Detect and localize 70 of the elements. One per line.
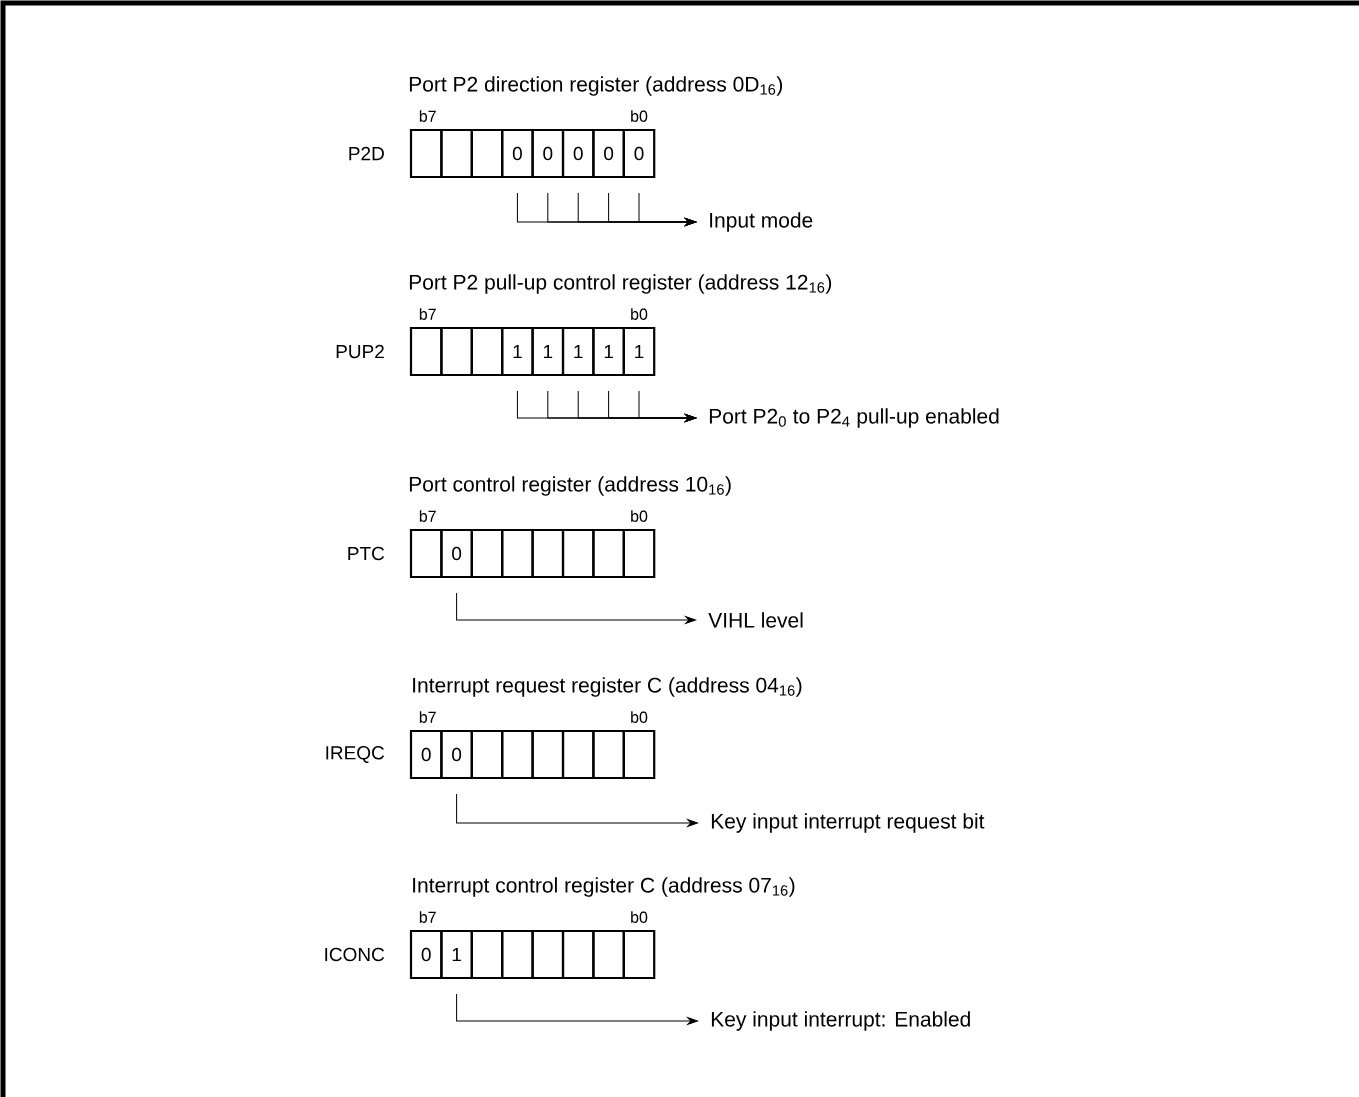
bit-cell [409, 326, 443, 377]
bit-cell [501, 929, 534, 980]
bit-cell: 1 [501, 326, 534, 377]
bit-cell [561, 929, 595, 980]
bit-cell [470, 528, 504, 579]
leader-arrow [456, 993, 698, 1025]
register-title: Port P2 pull-up control register (address 12$_{16}$) [409, 274, 832, 294]
bit-cell: 0 [409, 729, 443, 780]
bit-cell [561, 729, 595, 780]
bit-label: b0 [631, 911, 648, 923]
bit-label: b0 [631, 711, 648, 723]
bit-label: b0 [631, 110, 648, 122]
bit-cell [470, 128, 504, 179]
bit-cell: 1 [531, 326, 565, 377]
bit-cell [470, 729, 504, 780]
register-name: ICONC [325, 947, 385, 962]
bit-cell [561, 528, 595, 579]
bit-label: b7 [419, 510, 436, 522]
result-text: VIHL level [708, 612, 803, 628]
bit-cell: 0 [440, 528, 473, 579]
bit-cell: 0 [592, 128, 625, 179]
result-text: Key input interrupt: Enabled [711, 1011, 970, 1031]
result-text: Key input interrupt request bit [711, 813, 985, 833]
bit-cell: 0 [531, 128, 565, 179]
register-title: Port control register (address 10$_{16}$) [409, 476, 731, 496]
bit-cell: 0 [622, 128, 656, 179]
bit-cell [501, 729, 534, 780]
bit-cell [409, 128, 443, 179]
register-title: Interrupt control register C (address 07$_{16}$) [413, 877, 795, 897]
leader-arrow [456, 793, 698, 827]
bit-cell [622, 929, 656, 980]
bit-cell [470, 326, 504, 377]
leader-arrow [456, 592, 696, 624]
bit-cell [622, 729, 656, 780]
bit-cell [440, 128, 473, 179]
result-text: Input mode [710, 212, 813, 232]
register-name: IREQC [326, 746, 385, 763]
bit-cell [531, 929, 565, 980]
bit-cell: 1 [622, 326, 656, 377]
bit-cell [531, 528, 565, 579]
register-title: Port P2 direction register (address 0D$_{16}$) [409, 76, 783, 96]
register-name: PUP2 [336, 344, 384, 359]
bit-label: b7 [419, 911, 436, 923]
bit-cell: 1 [440, 929, 473, 980]
bit-cell: 0 [440, 729, 473, 780]
bit-label: b7 [419, 308, 436, 320]
bit-label: b7 [419, 110, 436, 122]
result-text: Port P2$_{0}$ to P2$_{4}$ pull-up enabled [709, 408, 999, 428]
bit-cell: 1 [592, 326, 625, 377]
bit-cell [592, 929, 625, 980]
bit-cell: 0 [561, 128, 595, 179]
bit-cell: 0 [501, 128, 534, 179]
bit-label: b7 [419, 711, 436, 723]
bit-cell [440, 326, 473, 377]
register-name: PTC [348, 546, 385, 561]
bit-cell [501, 528, 534, 579]
bit-cell [622, 528, 656, 579]
bit-cell [592, 729, 625, 780]
bit-cell: 1 [561, 326, 595, 377]
bit-cell: 0 [409, 929, 443, 980]
bit-cell [470, 929, 504, 980]
bit-label: b0 [631, 308, 648, 320]
bit-cell [592, 528, 625, 579]
bit-cell [409, 528, 443, 579]
register-title: Interrupt request register C (address 04$_{16}$) [413, 677, 802, 697]
bit-label: b0 [631, 510, 648, 522]
leader-arrow [638, 390, 696, 422]
bit-cell [531, 729, 565, 780]
leader-arrow [638, 192, 696, 226]
register-name: P2D [349, 146, 384, 161]
